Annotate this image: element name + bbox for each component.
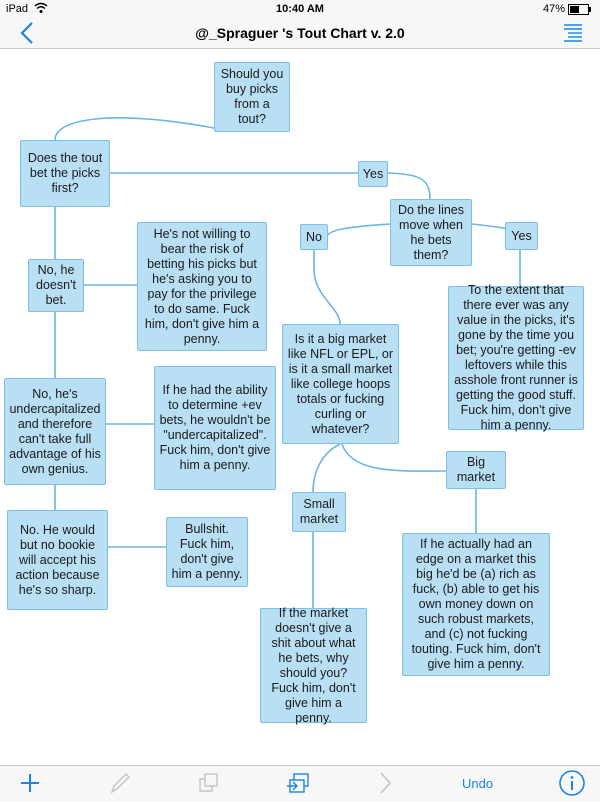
pencil-icon[interactable] (108, 770, 132, 801)
link-buy-betfirst (54, 117, 215, 141)
node-small-market[interactable]: Small market (292, 492, 346, 532)
bottom-toolbar: Undo (0, 765, 600, 801)
node-edge-big-market[interactable]: If he actually had an edge on a market t… (402, 533, 550, 676)
link-yes-lines (387, 172, 431, 200)
node-yes-lines[interactable]: Yes (505, 222, 538, 250)
node-no-lines[interactable]: No (300, 224, 328, 250)
node-undercapitalized[interactable]: No, he's undercapitalized and therefore … (4, 378, 106, 485)
device-label: iPad (6, 3, 29, 15)
add-icon[interactable] (18, 770, 42, 801)
battery-percent: 47% (543, 3, 566, 15)
node-yes-top[interactable]: Yes (358, 161, 388, 187)
node-no-bookie[interactable]: No. He would but no bookie will accept h… (7, 510, 108, 610)
node-lines-move[interactable]: Do the lines move when he bets them? (390, 199, 472, 266)
status-time: 10:40 AM (276, 3, 324, 15)
link-bigmarket-big (341, 443, 447, 472)
list-icon[interactable] (562, 22, 584, 49)
chevron-right-icon[interactable] (375, 770, 395, 801)
reconnect-icon[interactable] (285, 770, 313, 801)
link-bigmarket-small (312, 443, 341, 493)
duplicate-icon[interactable] (197, 770, 221, 801)
node-small-market-answer[interactable]: If the market doesn't give a shit about … (260, 606, 367, 725)
node-not-willing[interactable]: He's not willing to bear the risk of bet… (137, 222, 267, 351)
node-bullshit[interactable]: Bullshit. Fuck him, don't give him a pen… (166, 517, 248, 587)
info-icon[interactable] (558, 769, 586, 802)
node-no-doesnt-bet[interactable]: No, he doesn't bet. (28, 259, 84, 312)
battery-icon (568, 4, 592, 18)
undo-button[interactable]: Undo (462, 776, 494, 791)
link-no-bigmarket (313, 249, 341, 325)
page-title: @_Spraguer 's Tout Chart v. 2.0 (195, 25, 405, 41)
node-big-market[interactable]: Big market (446, 451, 506, 489)
node-should-buy-picks[interactable]: Should you buy picks from a tout? (214, 62, 290, 132)
status-bar: iPad 10:40 AM 47% (0, 0, 600, 18)
link-lines-no (326, 223, 391, 237)
wifi-icon (34, 2, 48, 17)
node-big-or-small-market[interactable]: Is it a big market like NFL or EPL, or i… (282, 324, 399, 444)
node-bet-picks-first[interactable]: Does the tout bet the picks first? (20, 140, 110, 207)
node-value-gone[interactable]: To the extent that there ever was any va… (448, 283, 584, 432)
chevron-left-icon[interactable] (18, 21, 36, 50)
nav-bar: @_Spraguer 's Tout Chart v. 2.0 (0, 18, 600, 49)
node-if-ability[interactable]: If he had the ability to determine +ev b… (154, 366, 276, 490)
flowchart-canvas[interactable]: Should you buy picks from a tout? Does t… (0, 49, 600, 765)
